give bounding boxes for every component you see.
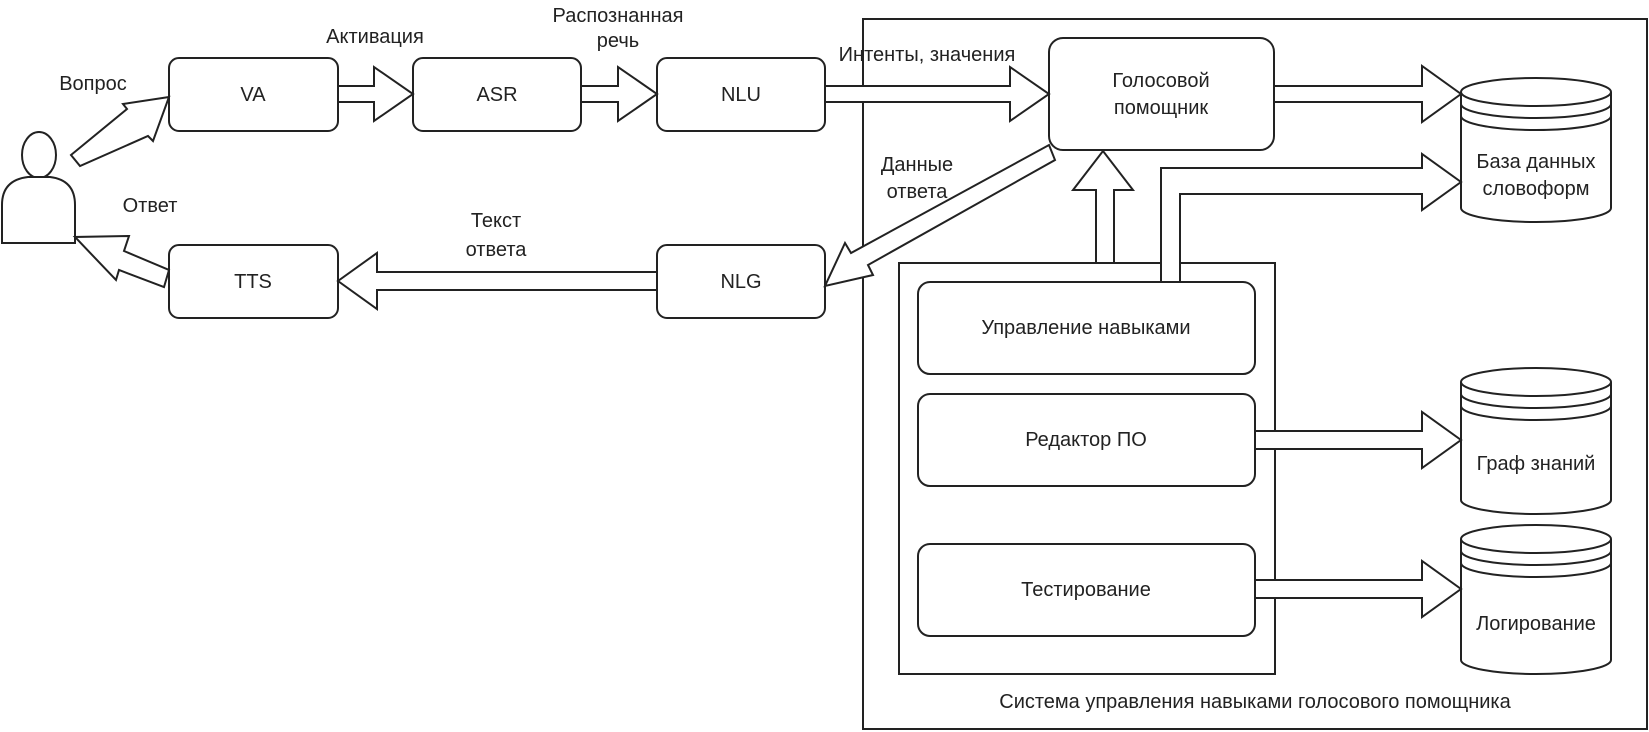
tts-node[interactable]: TTS xyxy=(168,244,339,319)
knowledge-graph-label: Граф знаний xyxy=(1477,453,1596,475)
testing-label: Тестирование xyxy=(1021,579,1151,601)
edge-label-activation: Активация xyxy=(326,26,424,48)
knowledge-graph-database[interactable]: Граф знаний xyxy=(1460,367,1612,515)
user-icon xyxy=(1,131,76,244)
arrow-recognized xyxy=(580,65,659,123)
edge-label-response-data-2: ответа xyxy=(887,181,949,203)
va-label: VA xyxy=(240,84,266,106)
edge-label-question: Вопрос xyxy=(59,73,127,95)
arrow-testing-to-logging xyxy=(1254,559,1463,619)
nlu-node[interactable]: NLU xyxy=(656,57,826,132)
edge-label-response-text-1: Текст xyxy=(471,210,521,232)
arrow-answer xyxy=(72,234,171,289)
skills-management-node[interactable]: Управление навыками xyxy=(917,281,1256,375)
skills-management-label: Управление навыками xyxy=(981,317,1190,339)
arrow-activation xyxy=(337,65,415,123)
system-caption: Система управления навыками голосового п… xyxy=(999,691,1511,713)
arrow-response-data xyxy=(823,143,1057,288)
arrow-question xyxy=(69,95,171,168)
software-editor-node[interactable]: Редактор ПО xyxy=(917,393,1256,487)
nlg-node[interactable]: NLG xyxy=(656,244,826,319)
system-frame xyxy=(862,18,1648,730)
nlu-label: NLU xyxy=(721,84,761,106)
software-editor-label: Редактор ПО xyxy=(1025,429,1147,451)
va-node[interactable]: VA xyxy=(168,57,339,132)
edge-label-intents: Интенты, значения xyxy=(839,44,1016,66)
wordforms-database[interactable]: База данных словоформ xyxy=(1460,77,1612,223)
edge-label-response-text-2: ответа xyxy=(466,239,528,261)
testing-node[interactable]: Тестирование xyxy=(917,543,1256,637)
edge-label-answer: Ответ xyxy=(123,195,178,217)
asr-node[interactable]: ASR xyxy=(412,57,582,132)
arrow-editor-to-graph xyxy=(1254,410,1463,470)
arrow-management-to-wordforms xyxy=(1160,152,1463,283)
voice-assistant-label-2: помощник xyxy=(1114,97,1208,119)
arrow-to-wordforms xyxy=(1273,64,1463,124)
asr-label: ASR xyxy=(476,84,517,106)
edge-label-recognized-1: Распознанная xyxy=(553,5,684,27)
tts-label: TTS xyxy=(234,271,272,293)
arrow-response-text xyxy=(336,251,658,311)
wordforms-label-1: База данных xyxy=(1476,151,1595,173)
voice-assistant-label-1: Голосовой xyxy=(1112,70,1209,92)
edge-label-response-data-1: Данные xyxy=(881,154,953,176)
wordforms-label-2: словоформ xyxy=(1483,178,1590,200)
voice-assistant-node[interactable]: Голосовой помощник xyxy=(1048,37,1275,151)
arrow-management-to-assistant xyxy=(1070,149,1136,264)
arrow-intents xyxy=(824,65,1051,123)
nlg-label: NLG xyxy=(720,271,761,293)
logging-database[interactable]: Логирование xyxy=(1460,524,1612,675)
logging-label: Логирование xyxy=(1476,613,1596,635)
edge-label-recognized-2: речь xyxy=(597,30,639,52)
